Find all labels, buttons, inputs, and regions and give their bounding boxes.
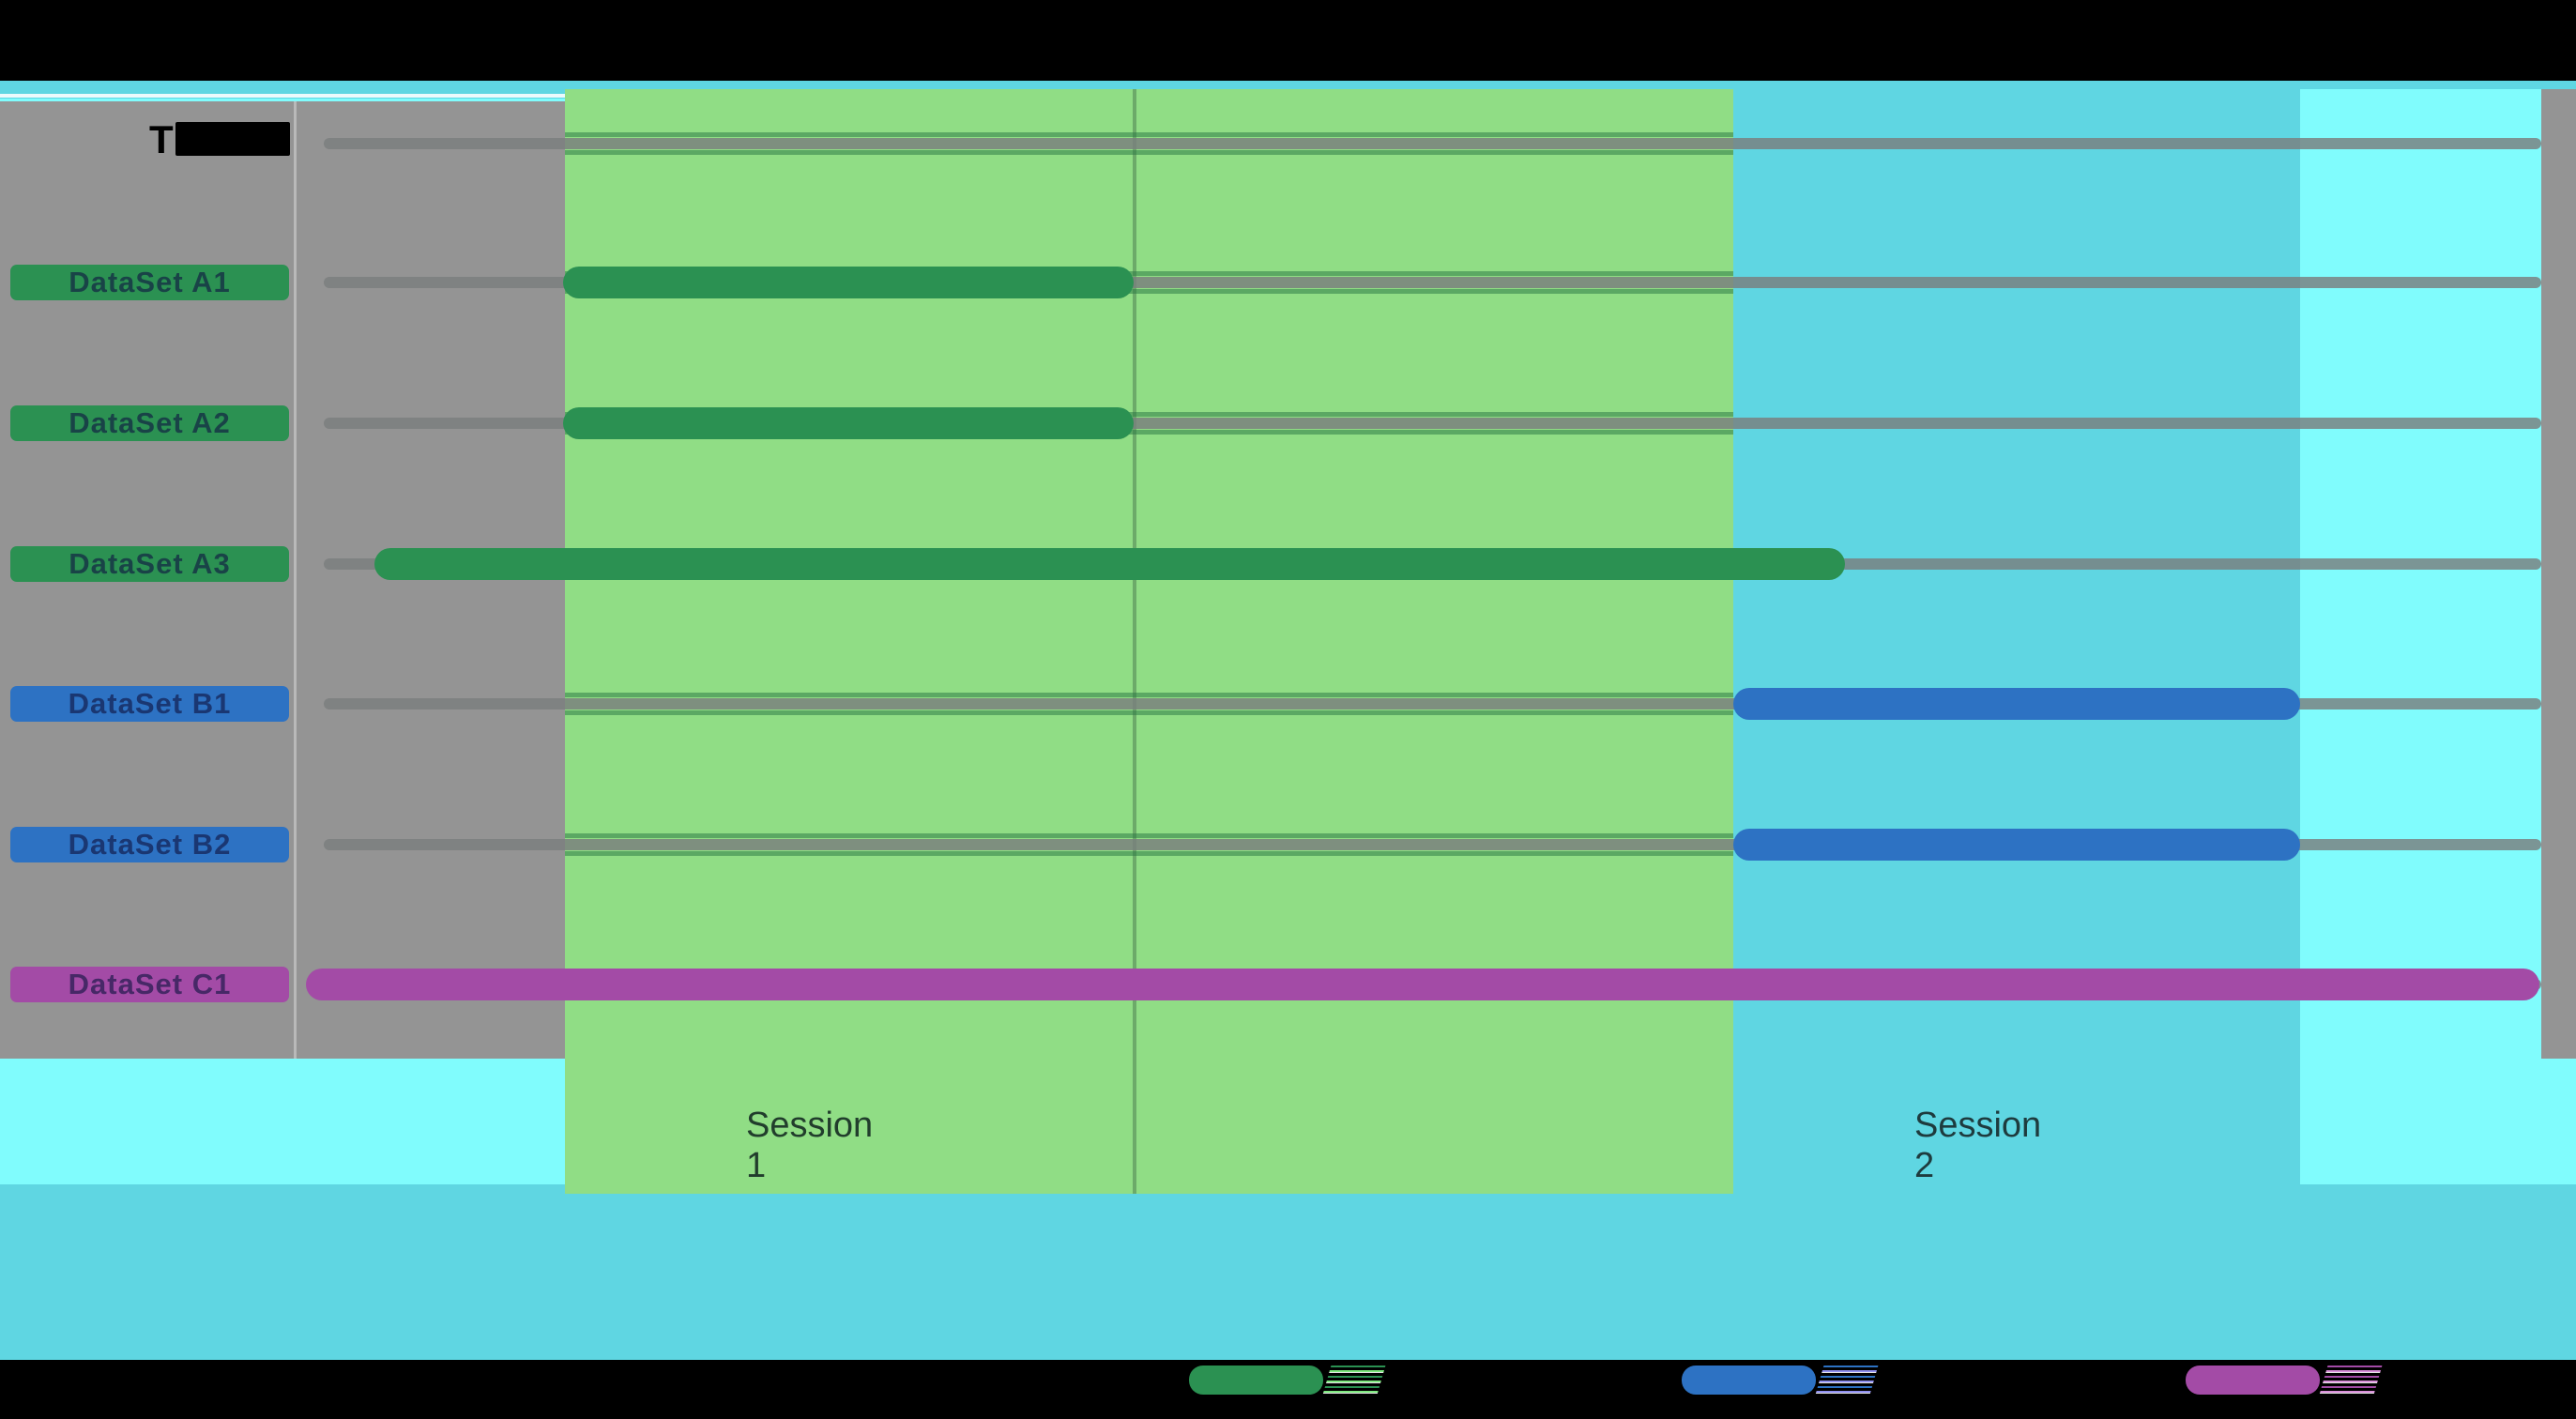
session-band-2: [1733, 89, 2300, 1194]
vertical-gridline: [1133, 89, 1136, 1194]
chart-title: T: [149, 117, 290, 161]
row-label-badge-a1: DataSet A1: [10, 265, 289, 300]
row-label-badge-b2: DataSet B2: [10, 827, 289, 862]
row-label-badge-a2: DataSet A2: [10, 405, 289, 441]
legend-pill-dataset-b: [1682, 1366, 1816, 1395]
chart-title-visible-letter: T: [149, 117, 174, 161]
figure-bottom-margin: [0, 1184, 2576, 1360]
row-label-text: DataSet B2: [68, 828, 232, 861]
legend-streak-dataset-a: [1322, 1366, 1386, 1395]
row-label-text: DataSet C1: [68, 968, 232, 1000]
legend-streak-dataset-c: [2319, 1366, 2383, 1395]
session-label-1: Session 1: [746, 1106, 874, 1185]
row-label-badge-a3: DataSet A3: [10, 546, 289, 582]
task-bar-a2: [563, 407, 1134, 439]
row-track-accent: [565, 412, 1733, 435]
row-track-accent: [565, 132, 1733, 155]
row-label-badge-c1: DataSet C1: [10, 967, 289, 1002]
task-bar-a3: [374, 548, 1845, 580]
row-track-accent: [565, 271, 1733, 294]
row-label-text: DataSet B1: [68, 687, 232, 720]
highlight-column: [2300, 89, 2541, 1184]
header-row-track: [324, 138, 2541, 149]
task-bar-b2: [1733, 829, 2300, 861]
row-track-accent: [565, 833, 1733, 856]
task-bar-c1: [306, 969, 2539, 1000]
row-label-text: DataSet A2: [69, 406, 231, 439]
row-track-accent: [565, 693, 1733, 715]
legend-streak-dataset-b: [1815, 1366, 1879, 1395]
task-bar-b1: [1733, 688, 2300, 720]
top-letterbox: [0, 0, 2576, 81]
session-label-2: Session 2: [1914, 1106, 2042, 1185]
session-band-1: [565, 89, 1733, 1194]
row-label-text: DataSet A1: [69, 266, 231, 298]
task-bar-a1: [563, 267, 1134, 298]
label-column-seam: [294, 101, 297, 1059]
legend-pill-dataset-c: [2186, 1366, 2320, 1395]
right-margin-background: [2541, 89, 2576, 1059]
legend-pill-dataset-a: [1189, 1366, 1323, 1395]
chart-title-redacted-box: [175, 122, 290, 156]
row-label-text: DataSet A3: [69, 547, 231, 580]
row-label-badge-b1: DataSet B1: [10, 686, 289, 722]
